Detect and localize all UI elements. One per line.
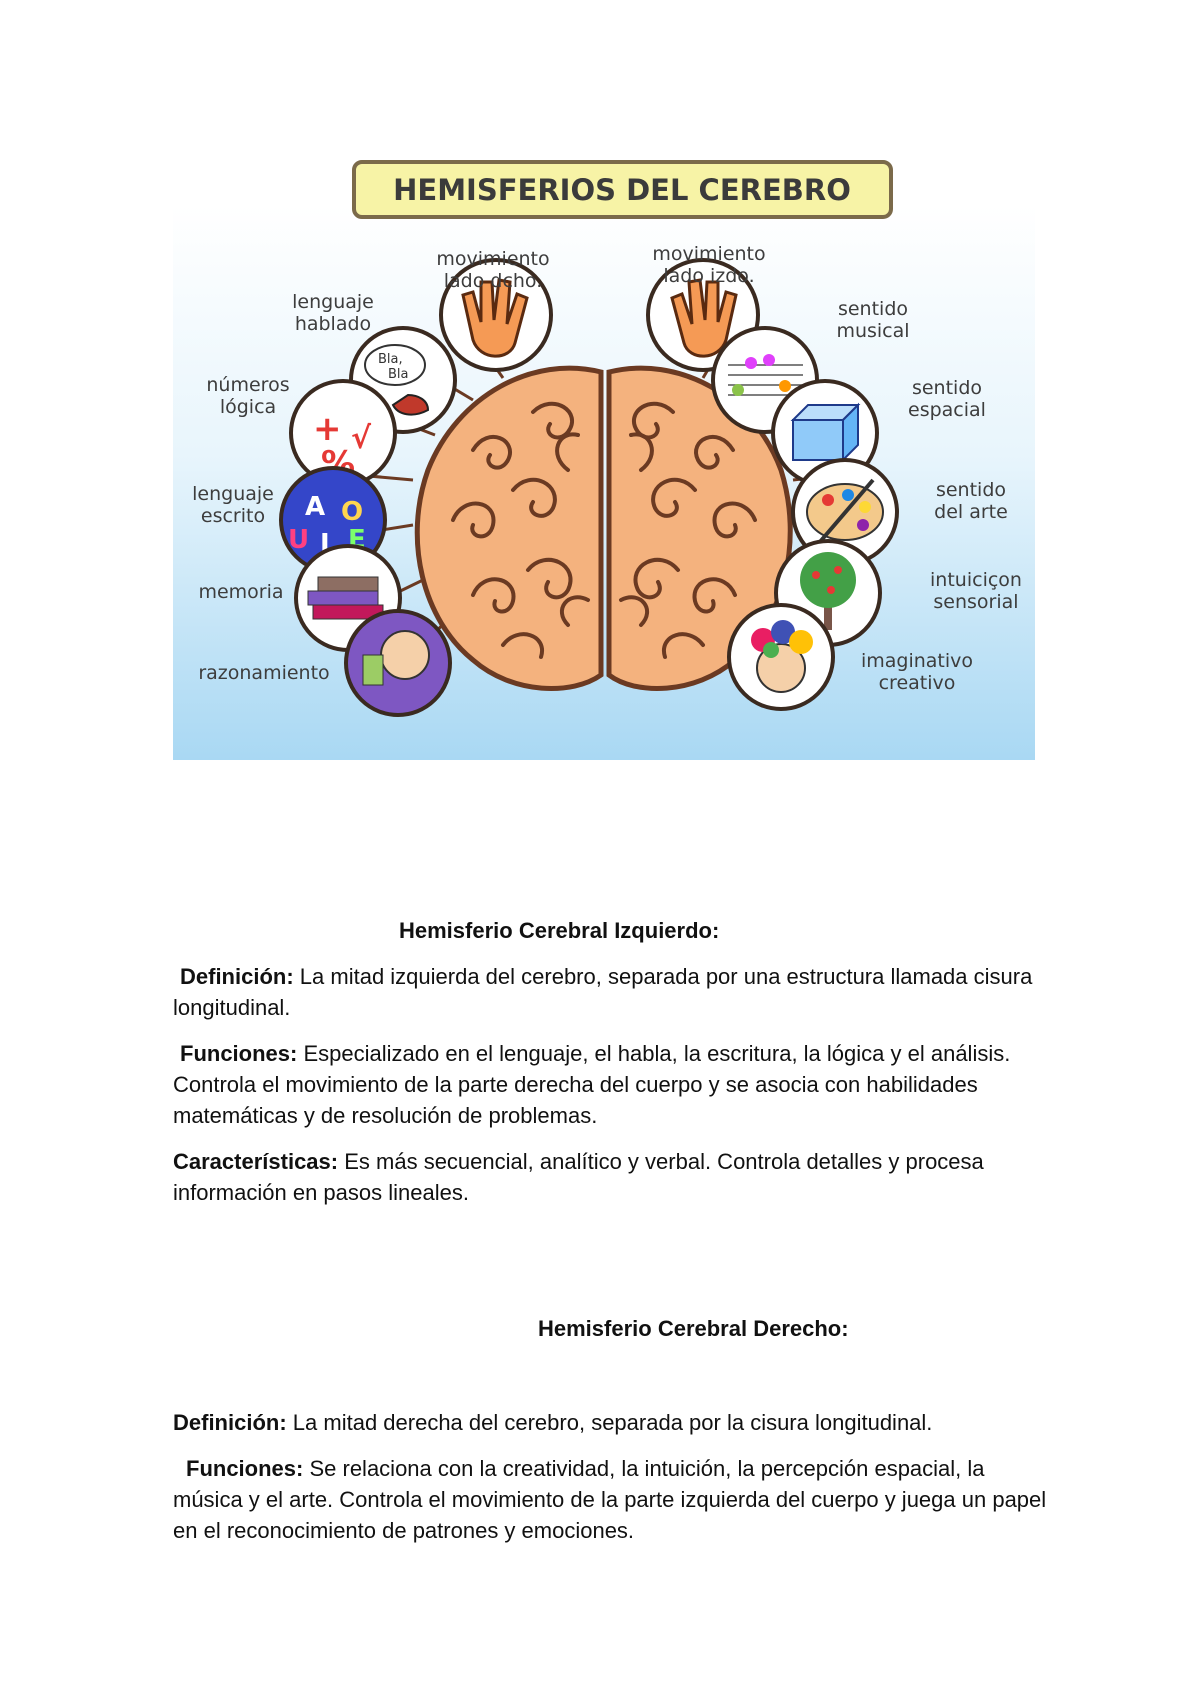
right-definicion-text: La mitad derecha del cerebro, separada p… [292, 1410, 933, 1435]
left-caracteristicas-label: Características: [173, 1149, 339, 1174]
brain-hemispheres-infographic: HEMISFERIOS DEL CEREBRO [173, 150, 1035, 760]
svg-text:hablado: hablado [295, 313, 371, 335]
left-hemisphere-heading: Hemisferio Cerebral Izquierdo: [399, 918, 720, 943]
title-banner: HEMISFERIOS DEL CEREBRO [352, 160, 893, 219]
svg-text:memoria: memoria [198, 581, 283, 603]
label-mov-dcho-2: lado dcho. [444, 270, 543, 292]
creative-head-icon [727, 603, 835, 711]
brain-illustration [414, 365, 793, 691]
label-mov-izdo-1: movimiento [652, 243, 765, 265]
svg-text:números: números [206, 374, 289, 396]
left-funciones-paragraph: Funciones: Especializado en el lenguaje,… [173, 1038, 1053, 1131]
left-caracteristicas-paragraph: Características: Es más secuencial, anal… [173, 1146, 1053, 1208]
label-mov-izdo-2: lado izdo. [663, 265, 754, 287]
svg-text:imaginativo: imaginativo [861, 650, 973, 672]
infographic-title: HEMISFERIOS DEL CEREBRO [393, 173, 851, 207]
svg-text:Bla: Bla [388, 367, 409, 382]
svg-text:sentido: sentido [936, 479, 1006, 501]
svg-text:lenguaje: lenguaje [192, 483, 274, 505]
svg-text:I: I [320, 529, 330, 559]
right-funciones-paragraph: Funciones: Se relaciona con la creativid… [173, 1453, 1053, 1546]
labels-right: sentido musical sentido espacial sentido… [836, 298, 1022, 694]
math-symbols-icon: + √ % [289, 379, 397, 487]
left-caracteristicas-text: Es más secuencial, analítico y verbal. C… [173, 1149, 984, 1205]
svg-text:√: √ [351, 421, 372, 456]
svg-text:creativo: creativo [879, 672, 956, 694]
svg-text:sentido: sentido [912, 377, 982, 399]
palette-icon [791, 458, 899, 566]
svg-text:escrito: escrito [201, 505, 265, 527]
svg-text:sentido: sentido [838, 298, 908, 320]
svg-text:lógica: lógica [220, 396, 276, 418]
svg-text:espacial: espacial [908, 399, 986, 421]
svg-text:Bla,: Bla, [378, 352, 403, 367]
thinking-person-icon [344, 609, 452, 717]
svg-text:intuiciçon: intuiciçon [930, 569, 1022, 591]
svg-text:O: O [341, 497, 363, 527]
label-mov-dcho-1: movimiento [436, 248, 549, 270]
svg-text:lenguaje: lenguaje [292, 291, 374, 313]
svg-text:sensorial: sensorial [933, 591, 1018, 613]
right-hemisphere-heading: Hemisferio Cerebral Derecho: [538, 1316, 849, 1341]
svg-text:+: + [313, 409, 342, 449]
right-funciones-label: Funciones: [186, 1456, 304, 1481]
left-definicion-label: Definición: [180, 964, 294, 989]
right-definicion-label: Definición: [173, 1410, 287, 1435]
svg-text:del arte: del arte [934, 501, 1008, 523]
right-funciones-text: Se relaciona con la creatividad, la intu… [173, 1456, 1047, 1543]
hand-right-move-icon [439, 258, 553, 372]
labels-top: movimiento lado dcho. movimiento lado iz… [436, 243, 765, 292]
left-definicion-paragraph: Definición: La mitad izquierda del cereb… [173, 961, 1053, 1023]
svg-text:U: U [288, 525, 309, 555]
left-funciones-text: Especializado en el lenguaje, el habla, … [173, 1041, 1011, 1128]
left-funciones-label: Funciones: [180, 1041, 298, 1066]
svg-text:A: A [305, 492, 325, 522]
labels-left: lenguaje hablado números lógica lenguaje… [192, 291, 374, 684]
svg-text:razonamiento: razonamiento [198, 662, 329, 684]
svg-text:musical: musical [836, 320, 909, 342]
right-definicion-paragraph: Definición: La mitad derecha del cerebro… [173, 1407, 1053, 1438]
left-definicion-text: La mitad izquierda del cerebro, separada… [173, 964, 1033, 1020]
